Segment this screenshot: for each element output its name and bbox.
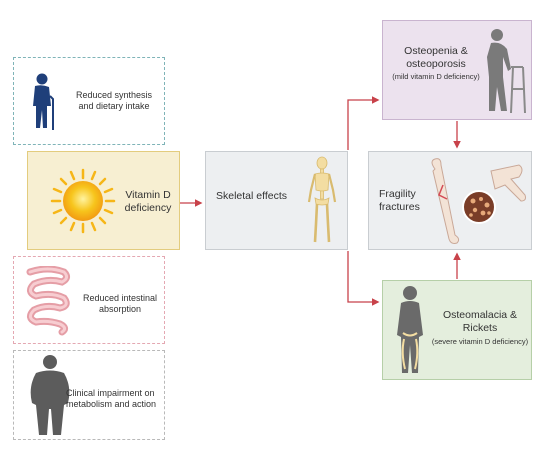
clinical-impairment-label: Clinical impairment on metabolism and ac… [66,388,157,410]
child-skeleton-icon [397,286,423,373]
osteomalacia-subtitle: (severe vitamin D deficiency) [431,337,529,346]
osteopenia-box: Osteopenia & osteoporosis (mild vitamin … [382,20,532,120]
sun-icon [50,168,116,234]
osteomalacia-box: Osteomalacia & Rickets (severe vitamin D… [382,280,532,380]
reduced-synthesis-label: Reduced synthesis and dietary intake [75,90,153,112]
skeleton-icon [307,156,337,243]
arrow-skeletal-to-osteopenia [347,96,380,150]
osteomalacia-title: Osteomalacia & Rickets [442,309,518,335]
vitamin-d-deficiency-box: Vitamin D deficiency [27,151,180,250]
fragility-fractures-box: Fragility fractures [368,151,532,250]
elderly-person-icon [33,73,54,130]
bone-fracture-icon [431,158,526,244]
reduced-absorption-label: Reduced intestinal absorption [82,293,158,315]
clinical-impairment-box: Clinical impairment on metabolism and ac… [13,350,165,440]
reduced-synthesis-box: Reduced synthesis and dietary intake [13,57,165,145]
vitamin-d-deficiency-label: Vitamin D deficiency [124,189,172,215]
skeletal-effects-box: Skeletal effects [205,151,348,250]
osteopenia-subtitle: (mild vitamin D deficiency) [392,72,480,81]
skeletal-effects-label: Skeletal effects [216,190,288,202]
intestine-icon [26,266,71,336]
fragility-fractures-label: Fragility fractures [379,188,420,214]
osteopenia-title: Osteopenia & osteoporosis [404,45,468,71]
reduced-absorption-box: Reduced intestinal absorption [13,256,165,344]
obese-person-icon [30,355,70,435]
walker-person-icon [487,29,526,114]
arrow-skeletal-to-osteomalacia [347,251,380,306]
